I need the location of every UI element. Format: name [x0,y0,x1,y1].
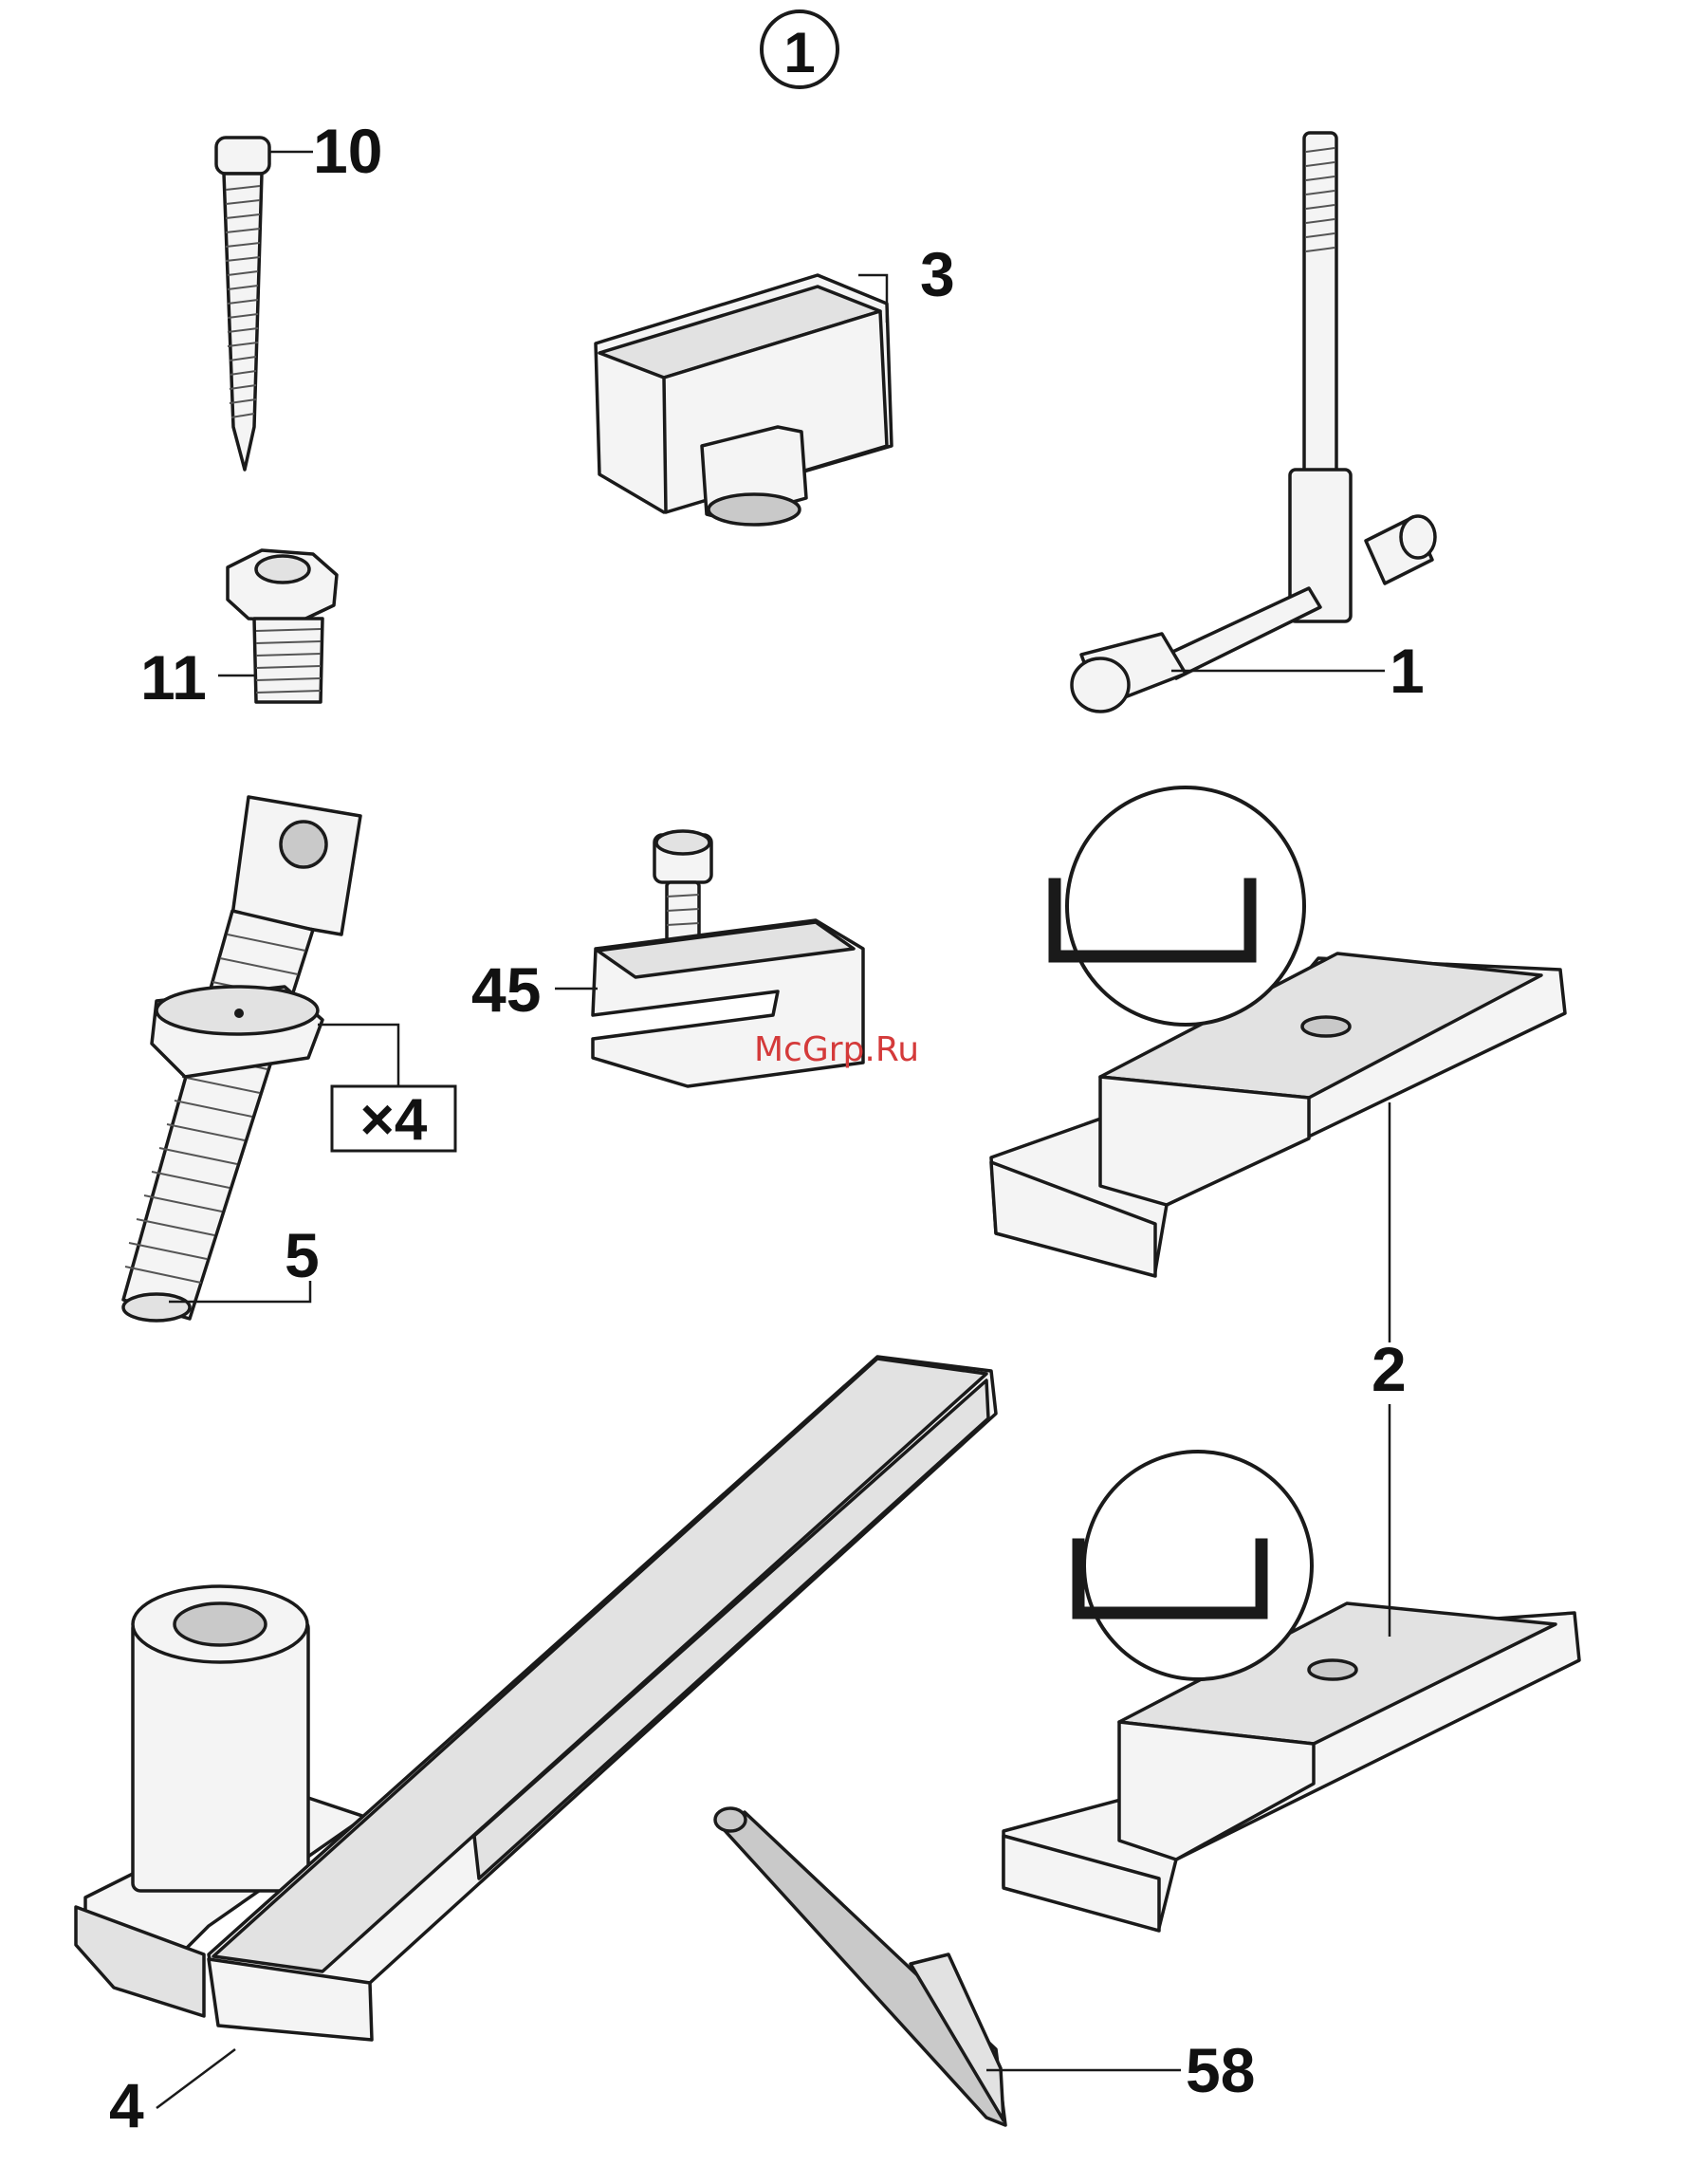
part-10-screw [216,138,269,470]
callout-part-2: 2 [1372,1334,1407,1404]
detail-circle-upper [1055,787,1304,1025]
callout-part-5: 5 [285,1220,320,1290]
part-11-hex-bolt [228,550,337,702]
leader-part-5-qty [318,1025,398,1086]
part-3-box-shoe [596,275,892,525]
watermark: McGrp.Ru [754,1030,919,1069]
sheet-number-badge: 1 [762,11,838,87]
callout-part-10: 10 [313,116,382,186]
leader-part-4 [157,2049,235,2108]
sheet-number: 1 [783,21,815,84]
part-2-channel-upper [991,953,1565,1276]
part-2-channel-lower [1004,1603,1579,1931]
callout-part-4: 4 [109,2070,144,2140]
part-58-scribe [715,1808,1005,2125]
callout-part-1: 1 [1390,636,1425,706]
callout-part-58: 58 [1186,2035,1255,2105]
callout-part-11: 11 [140,642,207,713]
callout-part-45: 45 [471,954,541,1025]
part-5-threaded-rod [123,797,360,1321]
part-1-t-handle [1072,133,1435,712]
detail-circle-lower [1078,1452,1312,1679]
quantity-label: ×4 [360,1087,428,1153]
callout-part-3: 3 [920,239,955,309]
